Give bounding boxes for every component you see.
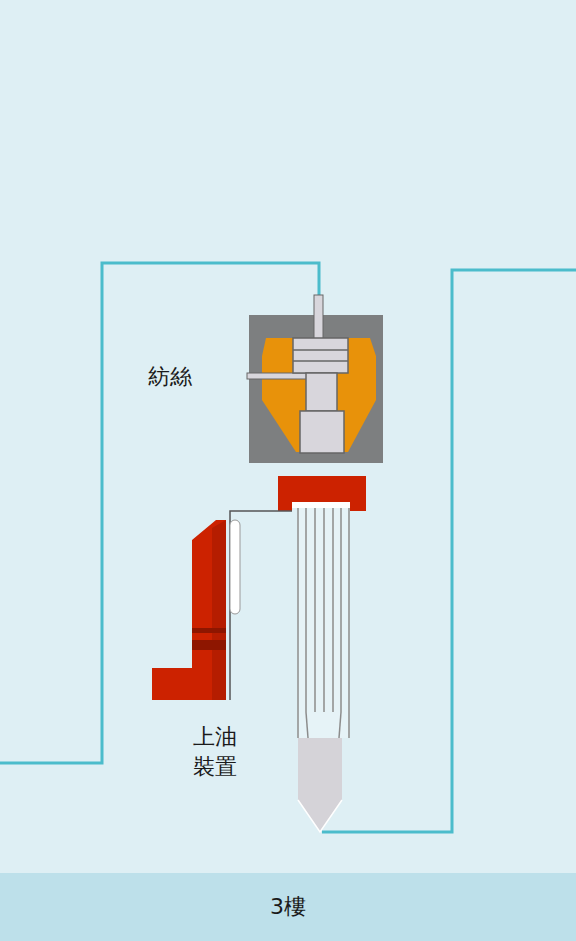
feed-pipe — [314, 295, 323, 339]
spinning-label: 紡絲 — [148, 362, 208, 392]
oiling-label: 上油 裝置 — [193, 722, 243, 781]
oiling-device — [152, 520, 226, 700]
floor-band: 3樓 — [0, 873, 576, 941]
floor-label: 3樓 — [0, 892, 576, 922]
oil-thread — [230, 511, 292, 700]
machine-body — [262, 338, 376, 452]
spinneret-face — [292, 502, 350, 508]
collector — [298, 738, 342, 832]
oil-roller — [230, 520, 240, 614]
spin-pack — [300, 411, 344, 453]
filaments — [298, 508, 349, 738]
side-pipe — [247, 373, 309, 379]
spinneret — [278, 476, 366, 511]
pump-shaft — [306, 373, 337, 411]
pump — [293, 338, 348, 373]
